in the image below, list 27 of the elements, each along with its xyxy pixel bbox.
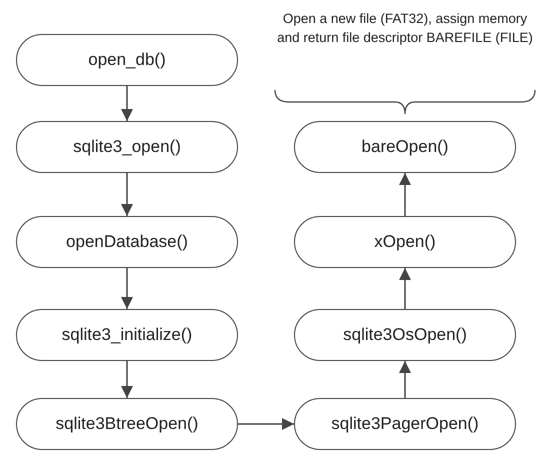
arrow [399, 361, 411, 398]
arrow [121, 361, 133, 398]
function-name: sqlite3BtreeOpen() [56, 414, 198, 434]
function-name: sqlite3OsOpen() [343, 325, 467, 345]
function-name: openDatabase() [66, 232, 188, 252]
process-box [294, 216, 516, 268]
process-box [16, 121, 238, 173]
arrow [399, 173, 411, 216]
process-box [294, 398, 516, 450]
arrow [238, 418, 294, 430]
arrow [399, 268, 411, 309]
note-text: Open a new file (FAT32), assign memory and return file descriptor BAREFILE (FILE) [276, 10, 534, 47]
function-name: sqlite3_initialize() [62, 325, 192, 345]
process-box [16, 34, 238, 86]
arrow [121, 173, 133, 216]
function-name: bareOpen() [362, 137, 448, 157]
arrow [121, 268, 133, 309]
process-box [16, 309, 238, 361]
function-name: sqlite3_open() [73, 137, 181, 157]
arrow [121, 86, 133, 121]
process-box [294, 121, 516, 173]
process-box [16, 398, 238, 450]
process-box [294, 309, 516, 361]
function-name: sqlite3PagerOpen() [331, 414, 479, 434]
process-box [16, 216, 238, 268]
function-name: xOpen() [374, 232, 436, 252]
function-name: open_db() [88, 50, 166, 70]
